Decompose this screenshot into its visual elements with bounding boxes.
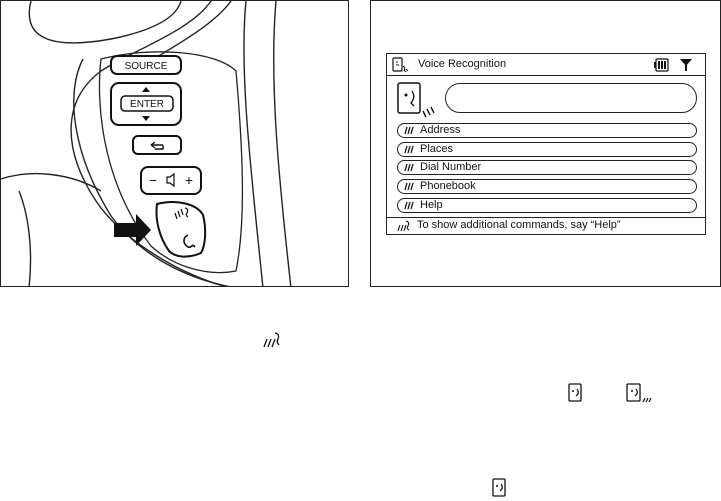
voice-recognition-icon	[392, 57, 410, 73]
battery-icon	[654, 59, 668, 71]
volume-down-label: −	[149, 172, 157, 188]
voice-command-icon	[404, 201, 416, 210]
source-button[interactable]: SOURCE	[111, 56, 181, 74]
voice-recognition-icon	[567, 382, 585, 404]
status-icons	[653, 58, 697, 72]
voice-face-icon	[625, 382, 655, 406]
enter-rocker-switch[interactable]: ENTER	[111, 83, 181, 125]
command-label: Help	[420, 199, 443, 211]
voice-recognition-icon	[491, 477, 509, 499]
command-address[interactable]: Address	[397, 123, 697, 138]
signal-icon	[680, 59, 692, 71]
voice-command-icon	[404, 145, 416, 154]
command-label: Phonebook	[420, 180, 476, 192]
screen-footer: To show additional commands, say “Help”	[387, 217, 705, 234]
command-label: Address	[420, 124, 460, 136]
source-button-label: SOURCE	[125, 61, 168, 72]
volume-rocker-switch[interactable]: − +	[141, 167, 201, 194]
voice-command-icon	[404, 182, 416, 191]
command-list: Address Places Dial Number Phonebook Hel…	[397, 123, 697, 216]
voice-talk-icon	[397, 220, 411, 232]
back-button[interactable]	[133, 136, 181, 154]
speech-input-display	[445, 83, 697, 113]
voice-recognition-screen-figure: Voice Recognition	[370, 0, 721, 287]
voice-command-icon	[404, 126, 416, 135]
command-label: Dial Number	[420, 161, 481, 173]
screen-header: Voice Recognition	[387, 54, 705, 76]
volume-up-label: +	[185, 172, 193, 188]
screen-title: Voice Recognition	[418, 58, 506, 70]
steering-switch-illustration: SOURCE ENTER − +	[0, 0, 349, 287]
talk-phone-button[interactable]	[157, 202, 206, 257]
display-screen: Voice Recognition	[386, 53, 706, 235]
enter-button-label: ENTER	[130, 99, 164, 110]
command-places[interactable]: Places	[397, 142, 697, 157]
command-help[interactable]: Help	[397, 198, 697, 213]
voice-face-icon	[396, 81, 444, 121]
voice-command-icon	[404, 163, 416, 172]
command-phonebook[interactable]: Phonebook	[397, 179, 697, 194]
voice-talk-icon	[261, 331, 283, 349]
footer-hint-text: To show additional commands, say “Help”	[417, 219, 621, 231]
steering-wheel-drawing: SOURCE ENTER − +	[1, 1, 349, 287]
command-label: Places	[420, 143, 453, 155]
command-dial-number[interactable]: Dial Number	[397, 160, 697, 175]
